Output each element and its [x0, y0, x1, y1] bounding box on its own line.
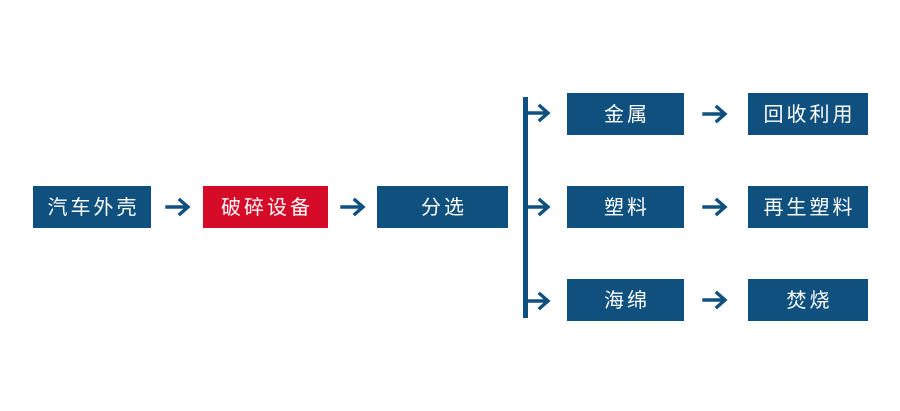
- branch-right-arrow-icon-3: [523, 284, 557, 318]
- node-sponge[interactable]: 海绵: [567, 279, 684, 321]
- node-recycle-reuse[interactable]: 回收利用: [748, 93, 868, 135]
- branch-right-arrow-icon-1: [523, 96, 557, 130]
- node-plastic[interactable]: 塑料: [567, 186, 684, 228]
- node-car-shell[interactable]: 汽车外壳: [33, 186, 151, 228]
- arrow-right-icon-1: [163, 190, 197, 224]
- branch-right-arrow-icon-2: [523, 190, 557, 224]
- arrow-right-icon-2: [338, 190, 372, 224]
- node-crushing-equipment[interactable]: 破碎设备: [203, 186, 328, 228]
- arrow-right-icon-3: [700, 97, 734, 131]
- node-metal[interactable]: 金属: [567, 93, 684, 135]
- arrow-right-icon-5: [700, 283, 734, 317]
- node-regenerated-plastic[interactable]: 再生塑料: [748, 186, 868, 228]
- arrow-right-icon-4: [700, 190, 734, 224]
- node-sorting[interactable]: 分选: [377, 186, 508, 228]
- node-incineration[interactable]: 焚烧: [748, 279, 868, 321]
